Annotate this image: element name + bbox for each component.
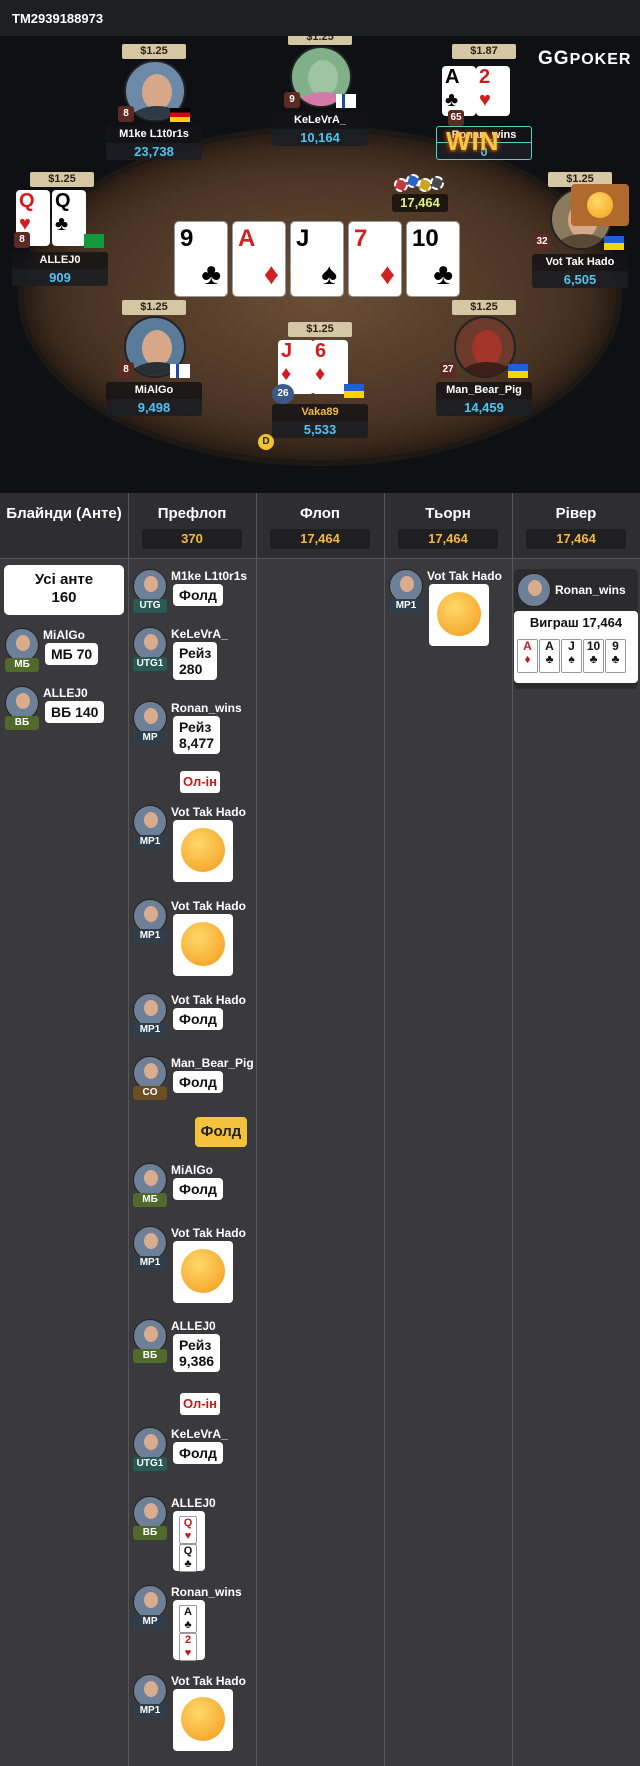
emoji-icon [587, 192, 613, 218]
allin-badge: Ол-ін [180, 1393, 220, 1415]
player-name: Man_Bear_Pig [436, 382, 532, 399]
bet-amount: $1.25 [30, 172, 94, 187]
hole-card: 6♦ [312, 340, 348, 394]
player-name: Vaka89 [272, 404, 368, 421]
seat-m1ke[interactable]: $1.25 8 M1ke L1t0r1s 23,738 [106, 44, 202, 162]
player-stack: 5,533 [272, 421, 368, 438]
level-badge: 8 [118, 362, 134, 378]
player-stack: 23,738 [106, 143, 202, 160]
bet-amount: $1.25 [288, 36, 352, 45]
seat-vaka89[interactable]: $1.25 J♦ 6♦ 26 Vaka89 5,533 [272, 322, 368, 440]
player-stack: 9,498 [106, 399, 202, 416]
player-stack: 6,505 [532, 271, 628, 288]
player-stack: 14,459 [436, 399, 532, 416]
player-name: MiAlGo [106, 382, 202, 399]
player-name: M1ke L1t0r1s [106, 126, 202, 143]
allin-badge: Ол-ін [180, 771, 220, 793]
header-blinds: Блайнди (Анте) [6, 505, 122, 522]
seat-kelevra[interactable]: $1.25 9 KeLeVrA_ 10,164 [272, 36, 368, 148]
avatar [454, 316, 516, 378]
emoji-reaction-icon [173, 914, 233, 976]
flag-br-icon [84, 234, 104, 248]
hole-card: 2♥ [476, 66, 510, 116]
bet-amount: $1.25 [452, 300, 516, 315]
level-badge: 65 [448, 110, 464, 126]
bet-amount: $1.25 [122, 44, 186, 59]
level-badge: 26 [272, 384, 294, 404]
bet-amount: $1.25 [548, 172, 612, 187]
flag-fi-icon [336, 94, 356, 108]
player-stack: 10,164 [272, 129, 368, 146]
poker-table: GGPOKER $1.25 8 M1ke L1t0r1s 23,738 $1.2… [0, 36, 640, 493]
hole-card: Q♣ [52, 190, 86, 246]
player-name: KeLeVrA_ [272, 112, 368, 129]
pot-amount: 17,464 [392, 194, 448, 212]
emoji-button[interactable] [571, 184, 629, 226]
hole-card: A♣ [442, 66, 476, 116]
level-badge: 27 [440, 362, 456, 378]
player-name: Ronan_wins [436, 126, 532, 143]
hero-fold-bubble: Фолд [195, 1117, 247, 1147]
player-stack: 909 [12, 269, 108, 286]
emoji-reaction-icon [173, 1689, 233, 1751]
bet-amount: $1.25 [122, 300, 186, 315]
dealer-button: D [258, 434, 274, 450]
flag-fi-icon [170, 364, 190, 378]
hand-id: TM2939188973 [12, 11, 104, 26]
board-card: 7♦ [348, 221, 402, 297]
gg-poker-logo: GGPOKER [538, 48, 632, 69]
shown-cards: A♣2♥ [173, 1600, 205, 1661]
emoji-reaction-icon [429, 584, 489, 646]
river-win-panel: Ronan_wins Виграш 17,464 A♦A♣J♠10♣9♣ [514, 569, 638, 689]
flag-de-icon [170, 108, 190, 122]
emoji-reaction-icon [173, 820, 233, 882]
flag-ua-icon [508, 364, 528, 378]
player-name: ALLEJ0 [12, 252, 108, 269]
board-card: 9♣ [174, 221, 228, 297]
seat-man-bear-pig[interactable]: $1.25 27 Man_Bear_Pig 14,459 [436, 300, 532, 418]
level-badge: 9 [284, 92, 300, 108]
pot-chips-icon [394, 172, 446, 194]
player-name: Vot Tak Hado [532, 254, 628, 271]
emoji-reaction-icon [173, 1241, 233, 1303]
seat-mialgo[interactable]: $1.25 8 MiAlGo 9,498 [106, 300, 202, 418]
level-badge: 8 [14, 232, 30, 248]
bet-amount: $1.87 [452, 44, 516, 59]
winning-cards: A♦A♣J♠10♣9♣ [517, 639, 627, 673]
level-badge: 8 [118, 106, 134, 122]
player-stack: 0 [436, 143, 532, 160]
board-card: J♠ [290, 221, 344, 297]
shown-cards: Q♥Q♣ [173, 1511, 205, 1572]
board-card: 10♣ [406, 221, 460, 297]
win-box: Виграш 17,464 A♦A♣J♠10♣9♣ [514, 611, 638, 683]
flag-ua-icon [344, 384, 364, 398]
seat-allej0[interactable]: $1.25 Q♥ Q♣ 8 ALLEJ0 909 [12, 172, 108, 290]
community-cards: 9♣ A♦ J♠ 7♦ 10♣ [174, 221, 464, 299]
win-badge: WIN [446, 126, 500, 156]
bet-amount: $1.25 [288, 322, 352, 337]
flag-ua-icon [604, 236, 624, 250]
level-badge: 32 [534, 234, 550, 250]
top-bar: TM2939188973 [0, 0, 640, 36]
board-card: A♦ [232, 221, 286, 297]
seat-ronan[interactable]: $1.87 A♣ 2♥ 65 Ronan_wins 0 [436, 44, 532, 162]
